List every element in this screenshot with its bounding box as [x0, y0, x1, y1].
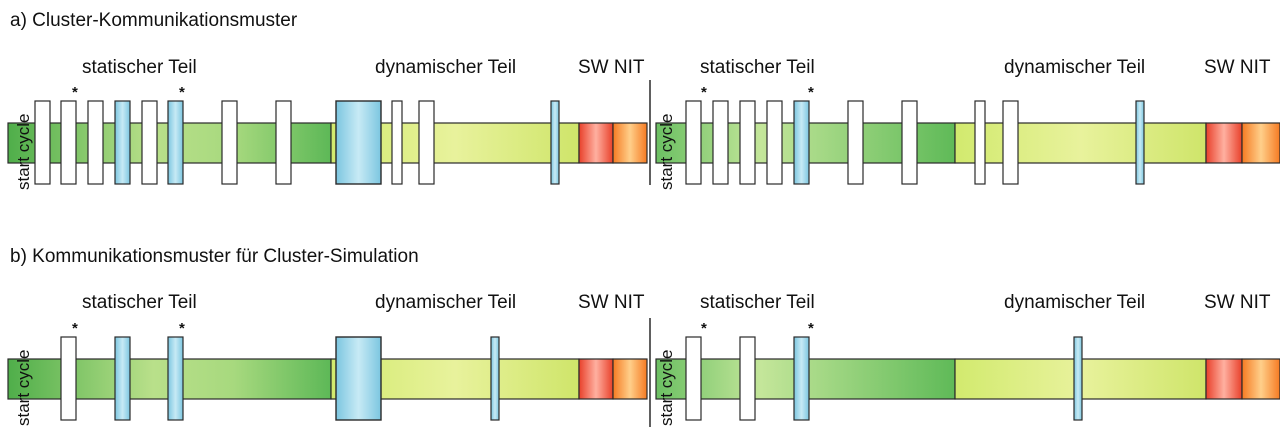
slot-marker: * — [808, 320, 814, 337]
static-slot — [60, 100, 77, 185]
symbol-window-block — [578, 122, 614, 164]
panel-b-cycle-2: statischer Teil dynamischer Teil SW NIT … — [655, 292, 1280, 426]
static-slot — [221, 100, 238, 185]
static-slot — [87, 100, 104, 185]
start-cycle-label: start cycle — [14, 349, 33, 426]
static-slot — [712, 100, 729, 185]
static-slot-active — [114, 336, 131, 421]
dynamic-frame-small — [1073, 336, 1083, 421]
static-slot — [766, 100, 783, 185]
nit-block — [612, 358, 648, 400]
slot-marker: * — [179, 320, 185, 337]
slot-marker: * — [701, 320, 707, 337]
static-slot-active — [793, 100, 810, 185]
static-slot-active — [793, 336, 810, 421]
dynamic-segment-bar — [954, 122, 1207, 164]
static-part-label: statischer Teil — [700, 292, 815, 313]
nit-block — [612, 122, 648, 164]
static-part-label: statischer Teil — [700, 57, 815, 78]
nit-block — [1241, 122, 1280, 164]
static-slot — [685, 336, 702, 421]
static-slot — [901, 100, 918, 185]
static-slot — [34, 100, 51, 185]
symbol-window-block — [1205, 122, 1243, 164]
nit-block — [1241, 358, 1280, 400]
panel-b-cycle-1: statischer Teil dynamischer Teil SW NIT … — [7, 292, 648, 426]
panel-b-title: b) Kommunikationsmuster für Cluster-Simu… — [10, 246, 419, 267]
start-cycle-label: start cycle — [657, 349, 676, 426]
static-slot — [739, 336, 756, 421]
slot-marker: * — [179, 84, 185, 101]
slot-marker: * — [72, 84, 78, 101]
static-slot — [141, 100, 158, 185]
dynamic-minislot — [418, 100, 435, 185]
dynamic-part-label: dynamischer Teil — [375, 57, 516, 78]
static-slot — [60, 336, 77, 421]
dynamic-frame-small — [550, 100, 560, 185]
dynamic-part-label: dynamischer Teil — [1004, 292, 1145, 313]
panel-a-title: a) Cluster-Kommunikationsmuster — [10, 10, 298, 31]
symbol-window-block — [578, 358, 614, 400]
nit-label: SW NIT — [1204, 57, 1271, 78]
static-slot — [847, 100, 864, 185]
static-slot — [739, 100, 756, 185]
slot-marker: * — [701, 84, 707, 101]
start-cycle-label: start cycle — [14, 113, 33, 190]
static-slot-active — [167, 100, 184, 185]
nit-label: SW NIT — [578, 292, 645, 313]
start-cycle-label: start cycle — [657, 113, 676, 190]
nit-label: SW NIT — [578, 57, 645, 78]
static-slot — [275, 100, 292, 185]
panel-a-cycle-1: statischer Teil dynamischer Teil SW NIT … — [7, 57, 648, 190]
slot-marker: * — [808, 84, 814, 101]
dynamic-frame-small — [490, 336, 500, 421]
static-slot — [685, 100, 702, 185]
nit-label: SW NIT — [1204, 292, 1271, 313]
dynamic-minislot — [391, 100, 403, 185]
panel-a-cycle-2: statischer Teil dynamischer Teil SW NIT … — [655, 57, 1280, 190]
dynamic-frame-small — [1135, 100, 1145, 185]
dynamic-frame-large — [335, 336, 382, 421]
dynamic-part-label: dynamischer Teil — [375, 292, 516, 313]
dynamic-frame-large — [335, 100, 382, 185]
static-part-label: statischer Teil — [82, 292, 197, 313]
static-slot-active — [114, 100, 131, 185]
dynamic-minislot — [974, 100, 986, 185]
static-part-label: statischer Teil — [82, 57, 197, 78]
symbol-window-block — [1205, 358, 1243, 400]
static-slot-active — [167, 336, 184, 421]
dynamic-minislot — [1002, 100, 1019, 185]
slot-marker: * — [72, 320, 78, 337]
dynamic-part-label: dynamischer Teil — [1004, 57, 1145, 78]
